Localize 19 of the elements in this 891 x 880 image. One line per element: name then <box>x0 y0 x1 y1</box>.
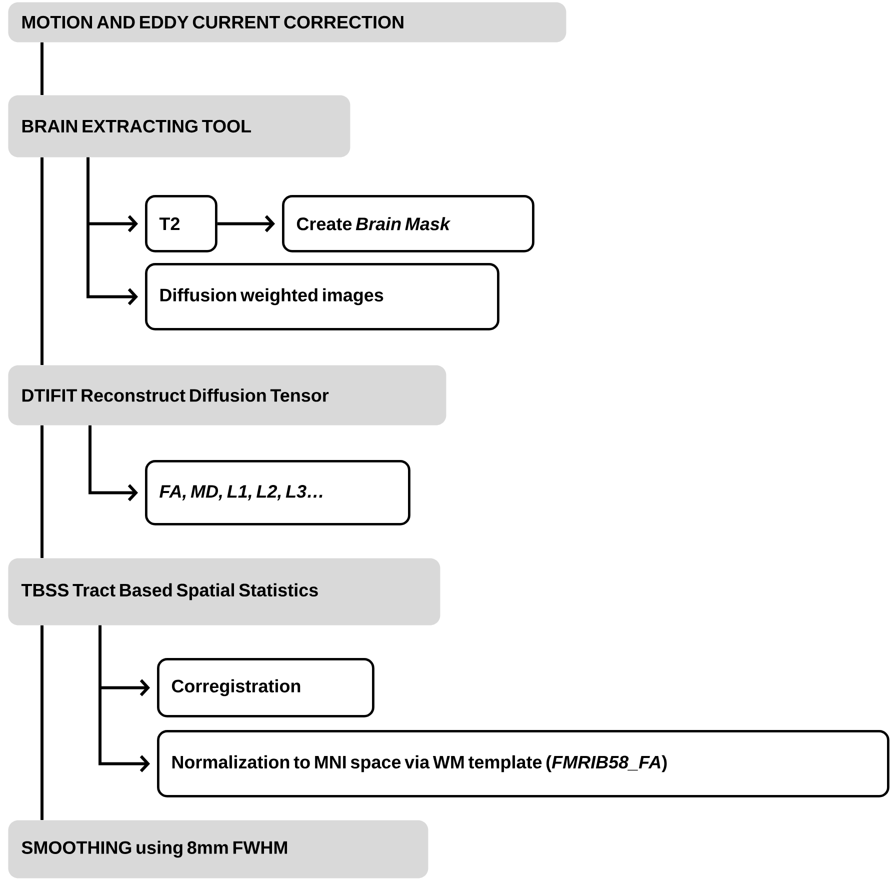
step-box: Normalization to MNI space via WM template (FMRIB58_FA) <box>157 730 890 798</box>
connector-line <box>40 425 44 558</box>
connector-line <box>40 625 44 820</box>
stage-box: MOTION AND EDDY CURRENT CORRECTION <box>8 2 566 42</box>
stage-box: TBSS Tract Based Spatial Statistics <box>8 558 440 626</box>
step-box: Corregistration <box>157 658 374 718</box>
stage-box: DTIFIT Reconstruct Diffusion Tensor <box>8 365 446 426</box>
connector-line <box>40 157 44 365</box>
stage-box: SMOOTHING using 8mm FWHM <box>8 820 428 878</box>
stage-box: BRAIN EXTRACTING TOOL <box>8 95 350 158</box>
step-box: T2 <box>145 195 218 252</box>
arrow <box>86 157 138 306</box>
arrow <box>98 625 150 772</box>
arrow <box>88 425 138 502</box>
connector-line <box>40 42 44 95</box>
step-box: Diffusion weighted images <box>145 263 500 330</box>
arrow <box>217 215 275 232</box>
step-box: Create Brain Mask <box>282 195 534 252</box>
step-box: FA, MD, L1, L2, L3… <box>145 460 410 526</box>
